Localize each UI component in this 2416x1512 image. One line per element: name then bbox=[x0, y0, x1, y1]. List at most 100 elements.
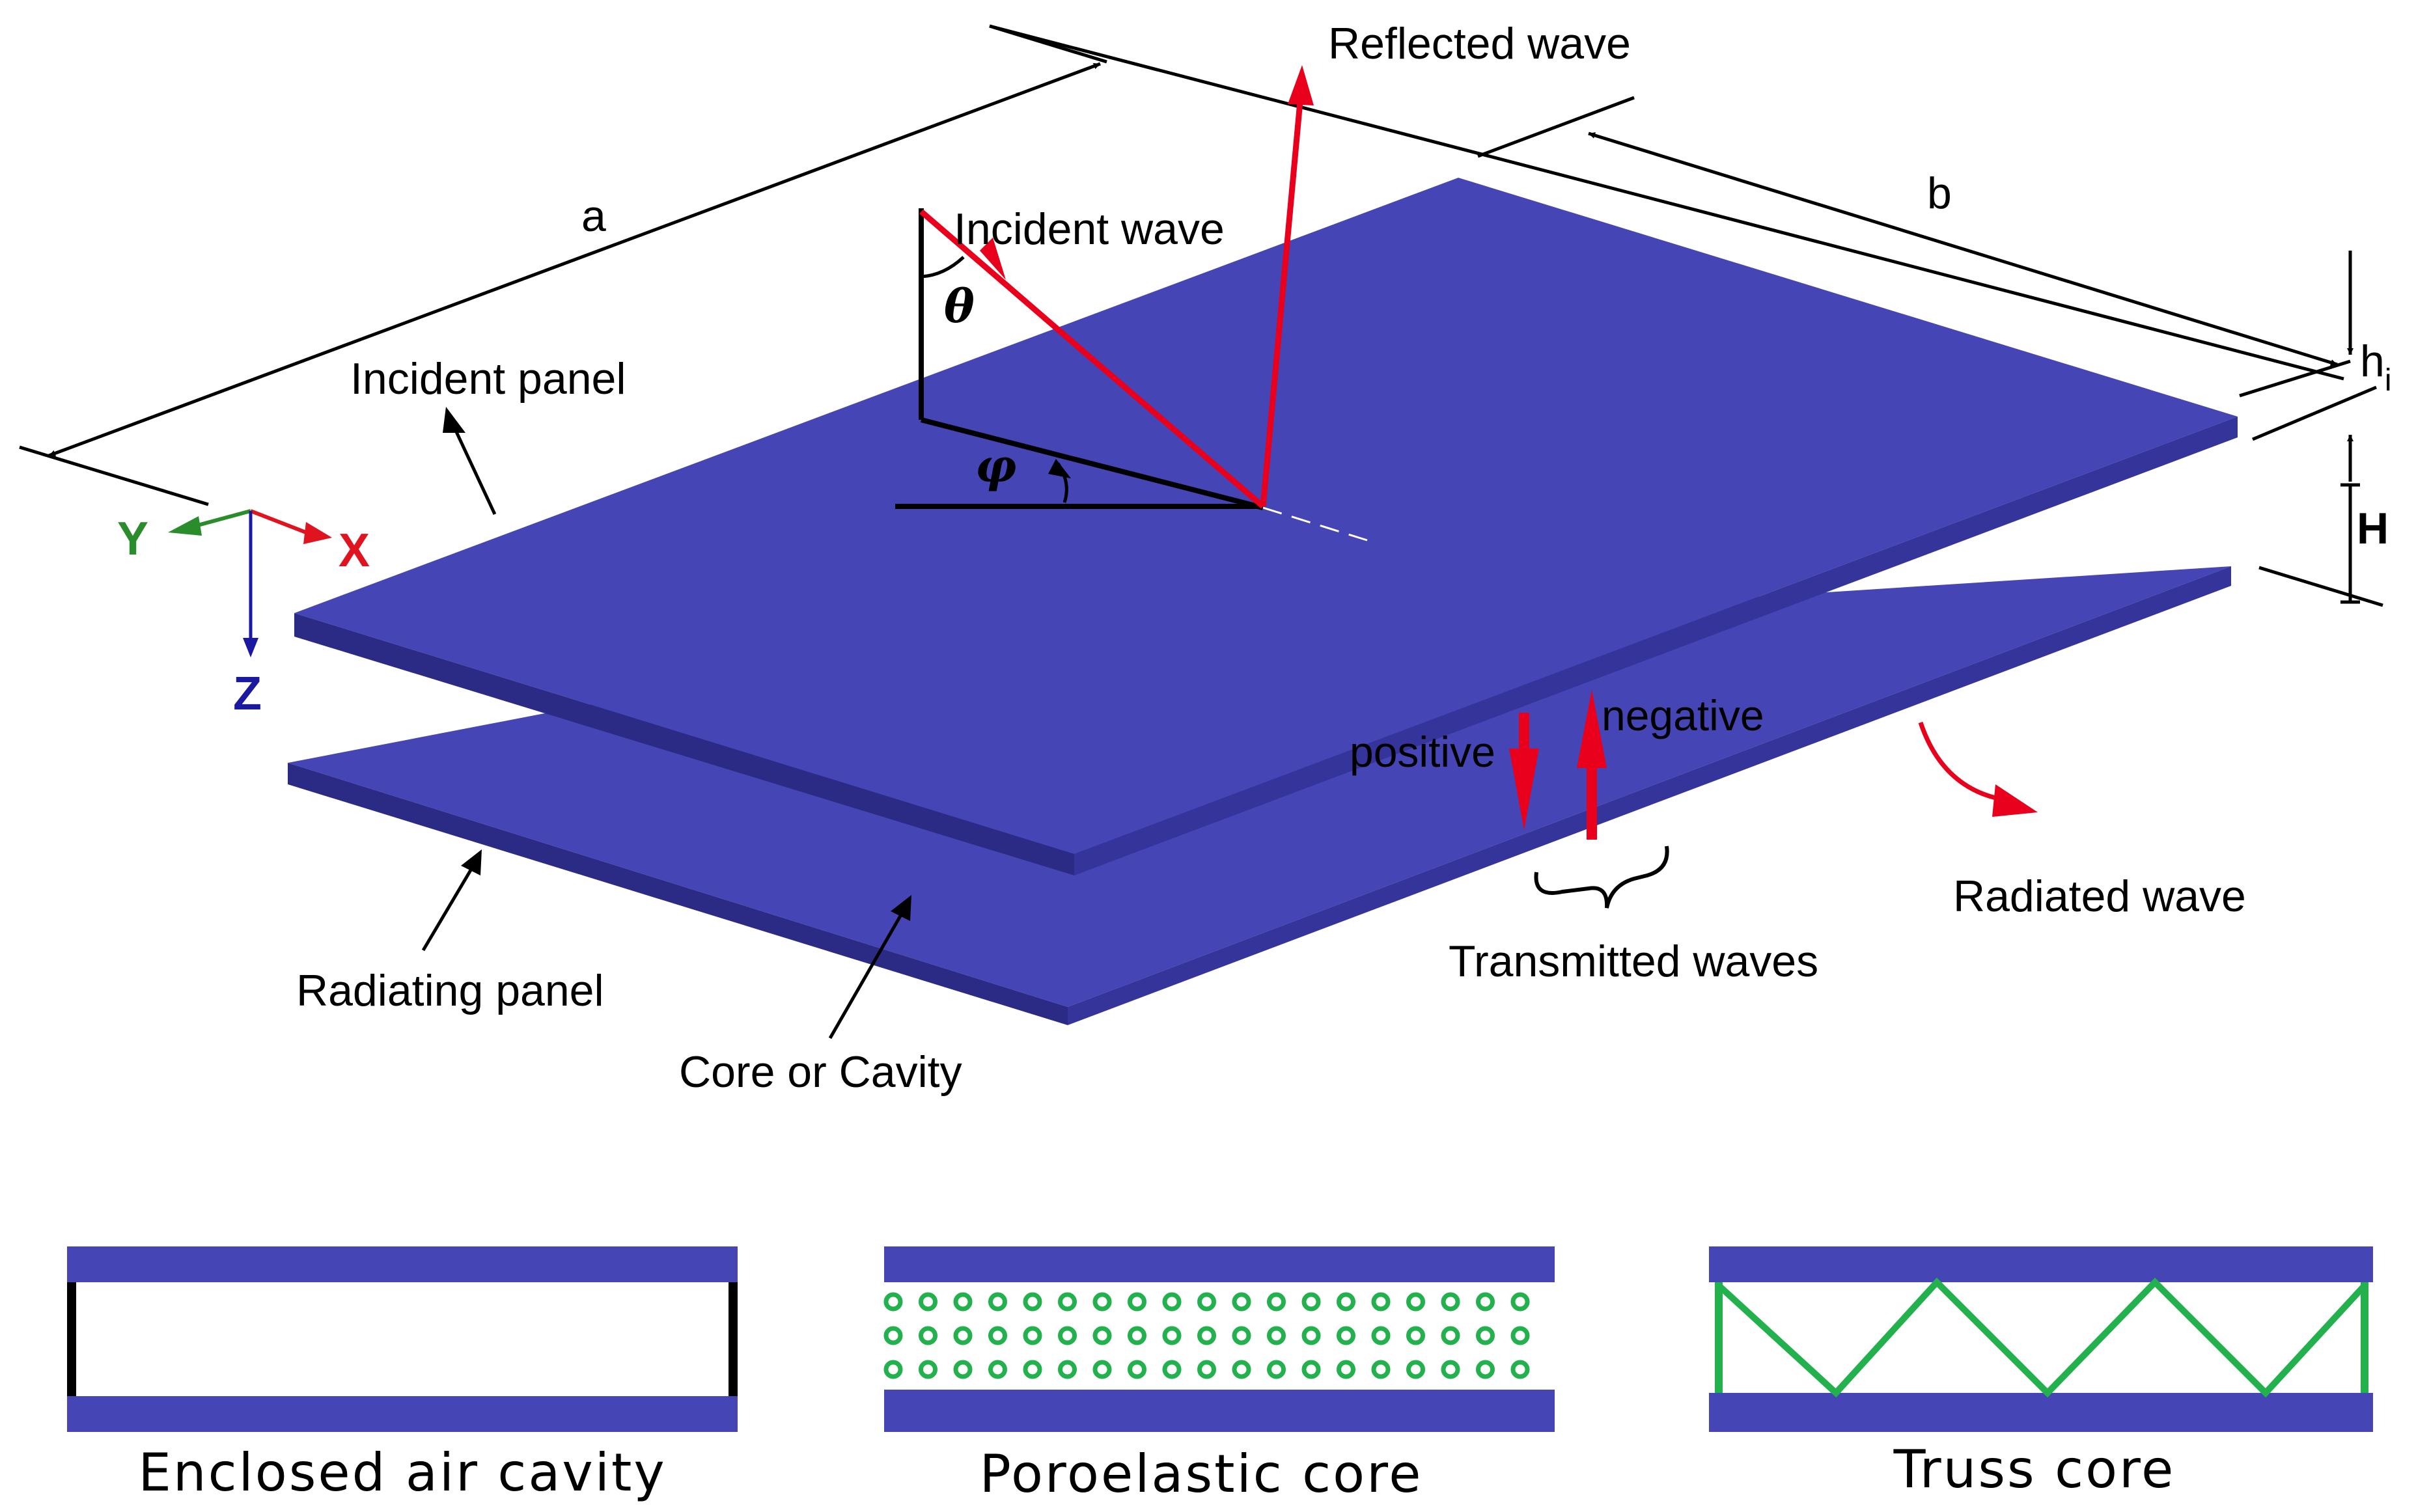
pore bbox=[883, 1360, 903, 1379]
pore bbox=[953, 1360, 973, 1379]
radiating-panel-side-edge bbox=[1068, 566, 2231, 1025]
truss-core-icon bbox=[1709, 1246, 2373, 1432]
pore bbox=[1267, 1326, 1286, 1345]
pore bbox=[1441, 1292, 1460, 1312]
pore bbox=[1232, 1326, 1251, 1345]
pore bbox=[919, 1326, 937, 1345]
reflected-wave-ray bbox=[1260, 65, 1314, 507]
pore bbox=[1337, 1292, 1355, 1312]
x-axis-label: X bbox=[339, 525, 370, 577]
pore bbox=[1232, 1292, 1251, 1312]
pore bbox=[919, 1292, 937, 1312]
core-or-cavity-leader bbox=[828, 895, 911, 1039]
enclosed-air-cavity-icon bbox=[67, 1246, 738, 1432]
poroelastic-core-label: Poroelastic core bbox=[980, 1444, 1423, 1504]
pore bbox=[1301, 1292, 1321, 1312]
enclosed-air-cavity-label: Enclosed air cavity bbox=[138, 1442, 666, 1503]
phi-symbol: φ bbox=[975, 439, 1016, 493]
pore bbox=[1441, 1326, 1460, 1345]
pore bbox=[988, 1326, 1007, 1345]
incident-wave-ray bbox=[919, 209, 1265, 509]
transmitted-waves-brace bbox=[1534, 845, 1669, 909]
pore bbox=[1441, 1360, 1460, 1379]
pore bbox=[1406, 1326, 1425, 1345]
reflected-wave-label: Reflected wave bbox=[1328, 19, 1631, 68]
radiated-wave-label: Radiated wave bbox=[1953, 872, 2246, 921]
dimension-h-sub: i bbox=[2385, 363, 2392, 398]
dimension-b-label: b bbox=[1927, 169, 1952, 218]
pore bbox=[1406, 1292, 1425, 1312]
pore bbox=[1023, 1326, 1042, 1345]
angle-construction bbox=[895, 208, 1368, 542]
pore bbox=[883, 1326, 903, 1345]
pore bbox=[1092, 1292, 1112, 1312]
pore bbox=[1267, 1292, 1286, 1312]
radiating-panel-front-edge bbox=[288, 763, 1068, 1025]
pore bbox=[1197, 1326, 1216, 1345]
radiating-panel-leader bbox=[421, 849, 482, 952]
truss-zigzag bbox=[1716, 1277, 2367, 1398]
pore bbox=[1371, 1360, 1391, 1379]
pore bbox=[1128, 1326, 1146, 1345]
y-axis-label: Y bbox=[117, 513, 148, 565]
pore bbox=[1023, 1360, 1042, 1379]
pore bbox=[1162, 1292, 1182, 1312]
dimension-H-label: H bbox=[2357, 504, 2389, 553]
pore bbox=[1128, 1360, 1146, 1379]
poroelastic-pores bbox=[883, 1292, 1530, 1379]
truss-core-label: Truss core bbox=[1893, 1439, 2176, 1500]
pore bbox=[1301, 1360, 1321, 1379]
pore bbox=[1406, 1360, 1425, 1379]
dimension-h-label: hi bbox=[2360, 337, 2392, 398]
radiating-panel-label: Radiating panel bbox=[296, 966, 604, 1015]
pore bbox=[1476, 1360, 1495, 1379]
pore bbox=[1337, 1360, 1355, 1379]
pore bbox=[1510, 1292, 1530, 1312]
transmitted-waves-label: Transmitted waves bbox=[1449, 937, 1818, 986]
transmitted-wave-negative-arrow bbox=[1577, 690, 1607, 840]
pore bbox=[1371, 1292, 1391, 1312]
phi-arc-arrowhead bbox=[1048, 459, 1071, 478]
incident-panel-leader bbox=[443, 407, 497, 515]
incident-panel-front-edge bbox=[294, 613, 1074, 875]
negative-label: negative bbox=[1602, 691, 1764, 739]
pore bbox=[1510, 1360, 1530, 1379]
dimension-h-main: h bbox=[2360, 337, 2385, 386]
pore bbox=[1337, 1326, 1355, 1345]
pore bbox=[1058, 1360, 1077, 1379]
pore bbox=[1092, 1360, 1112, 1379]
pore bbox=[1232, 1360, 1251, 1379]
coordinate-axes bbox=[168, 509, 332, 657]
pore bbox=[1197, 1292, 1216, 1312]
incident-wave-label: Incident wave bbox=[954, 204, 1225, 254]
core-or-cavity-label: Core or Cavity bbox=[679, 1047, 962, 1097]
pore bbox=[988, 1360, 1007, 1379]
transmitted-wave-positive-arrow bbox=[1509, 713, 1539, 830]
pore bbox=[1058, 1326, 1077, 1345]
pore bbox=[953, 1326, 973, 1345]
pore bbox=[1476, 1326, 1495, 1345]
pore bbox=[1092, 1326, 1112, 1345]
pore bbox=[988, 1292, 1007, 1312]
pore bbox=[953, 1292, 973, 1312]
pore bbox=[1128, 1292, 1146, 1312]
pore bbox=[883, 1292, 903, 1312]
pore bbox=[1267, 1360, 1286, 1379]
pore bbox=[1476, 1292, 1495, 1312]
pore bbox=[919, 1360, 937, 1379]
pore bbox=[1162, 1360, 1182, 1379]
dimension-thickness bbox=[2252, 251, 2383, 607]
positive-label: positive bbox=[1350, 728, 1495, 776]
incident-panel-side-edge bbox=[1074, 417, 2238, 875]
incident-panel-label: Incident panel bbox=[350, 354, 626, 404]
pore bbox=[1058, 1292, 1077, 1312]
pore bbox=[1023, 1292, 1042, 1312]
poroelastic-core-icon bbox=[883, 1246, 1555, 1432]
radiated-wave-arrow bbox=[1918, 721, 2038, 817]
dimension-b bbox=[989, 24, 2351, 398]
pore bbox=[1197, 1360, 1216, 1379]
pore bbox=[1301, 1326, 1321, 1345]
z-axis-label: Z bbox=[233, 668, 262, 720]
pore bbox=[1510, 1326, 1530, 1345]
